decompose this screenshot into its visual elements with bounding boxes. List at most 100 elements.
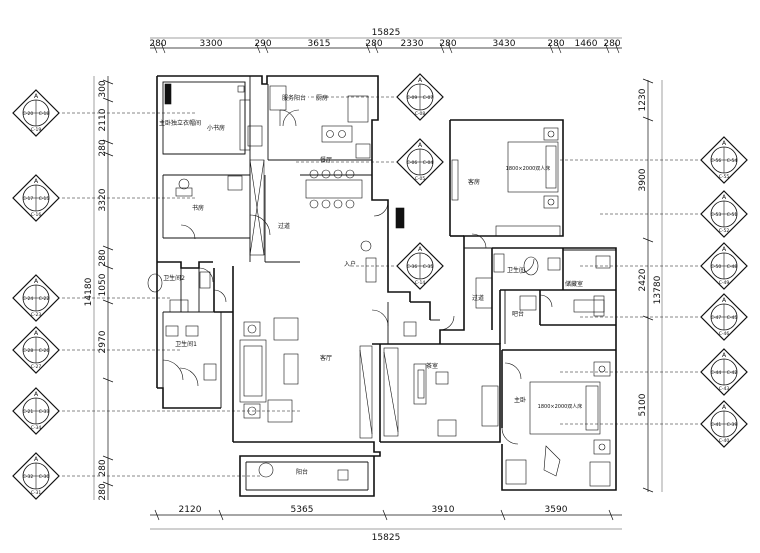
- dim-right-1: 1230: [638, 88, 648, 111]
- label-small-study: 小书房: [207, 124, 225, 132]
- tag-label: A: [722, 246, 727, 253]
- right-dimension-chain: [642, 78, 663, 493]
- tag-label: C-18: [39, 111, 50, 117]
- furniture: [147, 83, 611, 487]
- label-bed-master: 1800×2000双人床: [538, 403, 583, 410]
- top-dimension-chain: [150, 37, 622, 54]
- tag-label: C-05: [415, 176, 426, 182]
- tag-crosshair: [711, 201, 737, 227]
- dim-bottom-3: 3910: [432, 505, 455, 515]
- tag-label: C-48: [727, 264, 738, 270]
- tag-label: A: [34, 178, 39, 185]
- tag-label: A: [722, 352, 727, 359]
- tag-label: A: [418, 77, 423, 84]
- tag-crosshair: [23, 100, 49, 126]
- tag-label: C-31: [31, 490, 42, 496]
- tag-crosshair: [711, 359, 737, 385]
- label-dining-room: 餐厅: [320, 156, 332, 164]
- tag-label: C-04: [423, 160, 434, 166]
- tag-label: A: [34, 391, 39, 398]
- tag-label: C-43: [719, 386, 730, 392]
- tag-label: C-26: [39, 348, 50, 354]
- tag-label: C-54: [727, 158, 738, 164]
- label-living-room: 客厅: [320, 354, 332, 362]
- tag-label: C-40: [719, 438, 730, 444]
- tag-label: A: [418, 246, 423, 253]
- tag-label: A: [722, 194, 727, 201]
- left-dimension-chain: [93, 76, 114, 500]
- tag-label: C-16: [31, 212, 42, 218]
- label-corridor: 过道: [278, 222, 290, 230]
- tag-crosshair: [23, 185, 49, 211]
- tag-label: C-06: [407, 160, 418, 166]
- top-total-dimension: 15825: [372, 28, 401, 38]
- tag-label: A: [722, 297, 727, 304]
- top-segment-dimensions: 280 3300 290 3615 280 2330 280 3430 280 …: [149, 39, 620, 49]
- interior-partitions: [162, 76, 616, 491]
- label-aisle: 过道: [472, 294, 484, 302]
- tag-label: C-23: [31, 312, 42, 318]
- label-entry: 入户: [344, 260, 356, 268]
- right-total-dimension: 13780: [653, 275, 663, 304]
- dim-left-9: 280: [98, 483, 108, 500]
- tag-label: C-41: [711, 422, 722, 428]
- right-segment-dimensions: 1230 3900 2420 5100: [638, 88, 648, 416]
- elevation-index-tag: A C-56 C-54C-55: [700, 136, 748, 184]
- tag-label: A: [722, 140, 727, 147]
- label-bar: 吧台: [512, 310, 524, 318]
- dim-left-5: 280: [98, 249, 108, 266]
- dim-top-3: 290: [254, 39, 271, 49]
- doors: [179, 109, 553, 445]
- tag-label: C-46: [719, 331, 730, 337]
- tag-label: A: [34, 93, 39, 100]
- label-kitchen: 厨房: [316, 94, 328, 102]
- label-bathroom-1: 卫生间1: [175, 340, 197, 348]
- dim-left-4: 3320: [98, 188, 108, 211]
- elevation-index-tag: A C-50 C-48C-49: [700, 242, 748, 290]
- tag-label: A: [722, 404, 727, 411]
- tag-label: C-27: [31, 364, 42, 370]
- label-tea-room: 茶室: [426, 362, 438, 370]
- tag-label: C-30: [39, 474, 50, 480]
- tag-label: C-09: [407, 95, 418, 101]
- bottom-segment-dimensions: 2120 5365 3910 3590: [179, 505, 568, 515]
- tag-label: C-55: [719, 174, 730, 180]
- dim-left-3: 280: [98, 139, 108, 156]
- walls: [156, 75, 617, 497]
- tag-label: C-42: [727, 370, 738, 376]
- tag-crosshair: [23, 285, 49, 311]
- tag-crosshair: [711, 304, 737, 330]
- dim-top-9: 280: [547, 39, 564, 49]
- dim-left-7: 2970: [98, 330, 108, 353]
- tag-crosshair: [23, 463, 49, 489]
- tag-crosshair: [711, 411, 737, 437]
- tag-label: C-45: [727, 315, 738, 321]
- tag-crosshair: [711, 147, 737, 173]
- tag-label: C-56: [711, 158, 722, 164]
- tag-label: C-19: [31, 127, 42, 133]
- label-guest-room: 客房: [468, 178, 480, 186]
- dim-left-1: 300: [98, 80, 108, 97]
- tag-label: C-50: [711, 264, 722, 270]
- tag-crosshair: [23, 337, 49, 363]
- tag-label: C-44: [711, 370, 722, 376]
- left-segment-dimensions: 300 2110 280 3320 280 1050 2970 280 280: [98, 80, 108, 500]
- tag-label: C-53: [711, 212, 722, 218]
- dim-top-2: 3300: [200, 39, 223, 49]
- dim-top-10: 1460: [575, 39, 598, 49]
- room-labels: 主卧独立衣帽间 小书房 厨房 餐厅 书房 过道 客厅 阳台 卫生间2 卫生间1 …: [159, 94, 583, 476]
- tag-label: A: [34, 330, 39, 337]
- tag-label: C-24: [23, 296, 34, 302]
- label-study: 书房: [192, 204, 204, 212]
- tag-label: C-49: [719, 280, 730, 286]
